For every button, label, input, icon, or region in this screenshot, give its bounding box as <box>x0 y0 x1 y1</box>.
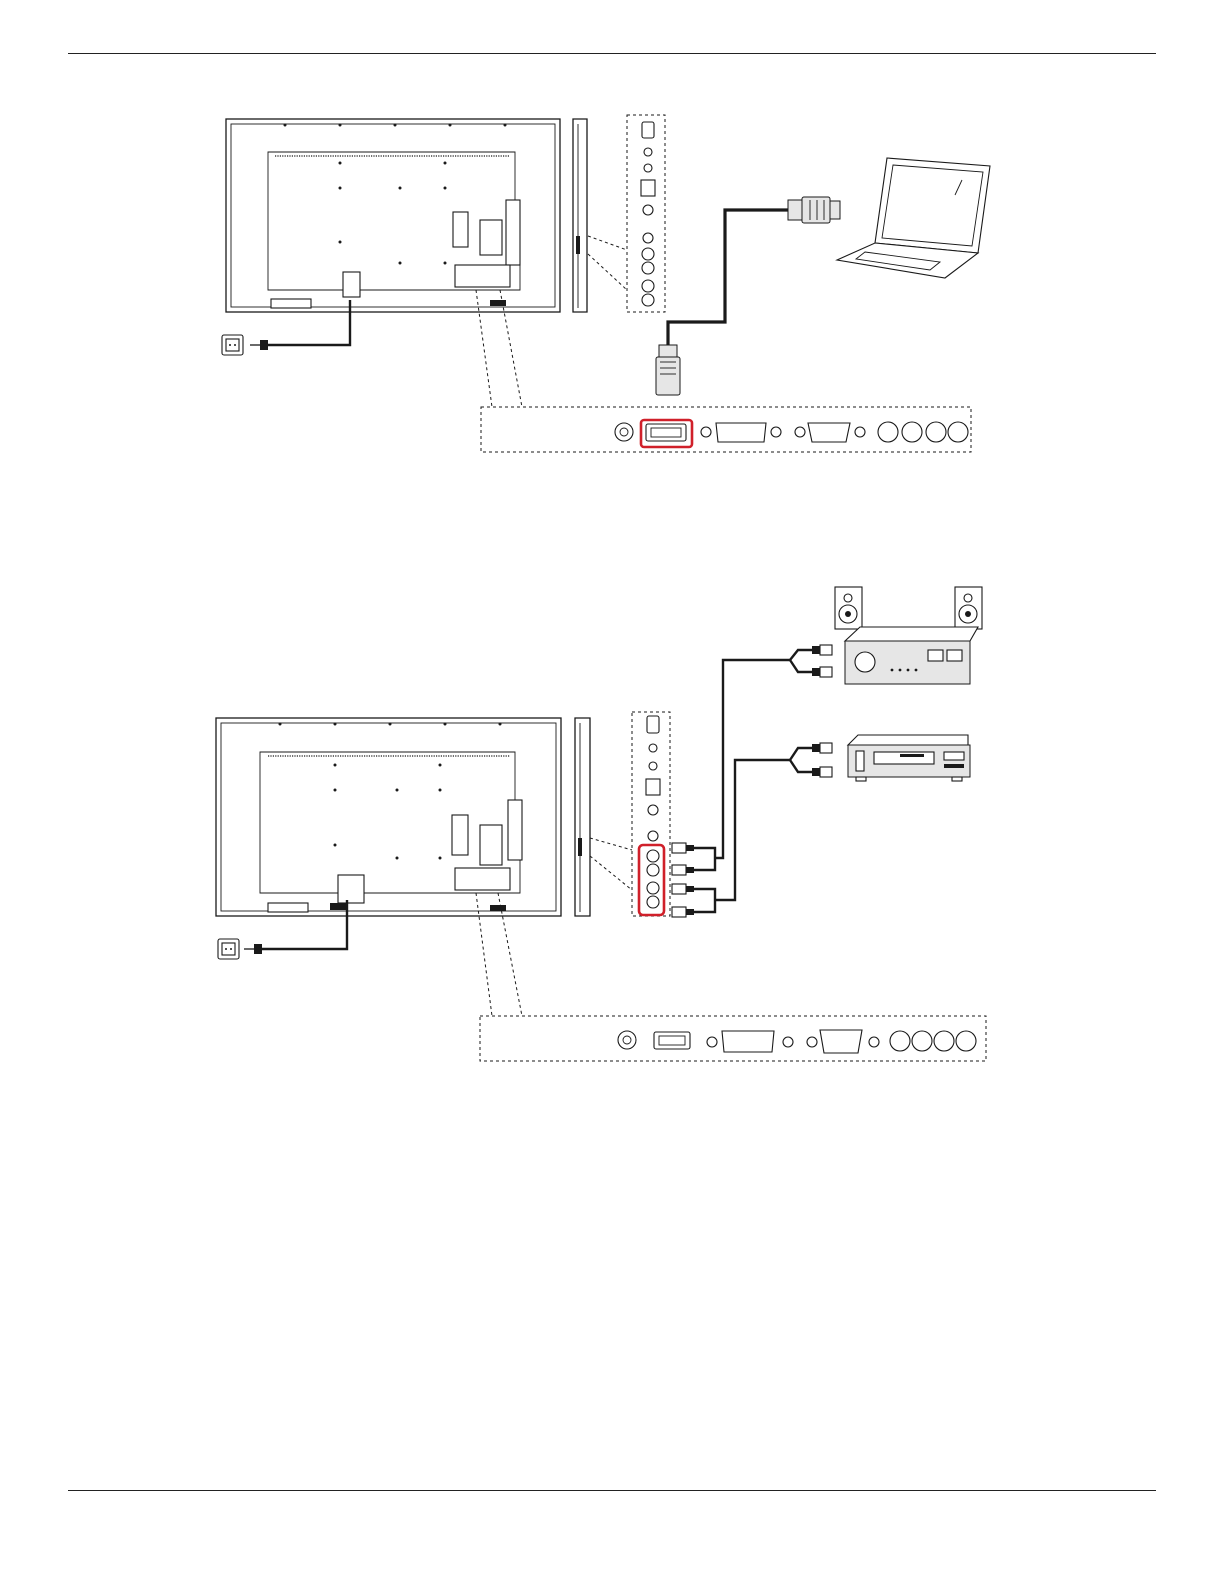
amplifier-icon <box>845 627 978 684</box>
side-terminal-callout <box>588 115 665 312</box>
power-outlet-icon <box>222 335 243 355</box>
footer-rule <box>68 1490 1156 1491</box>
figure-audio-equipment <box>0 575 1225 1070</box>
header-rule <box>68 53 1156 54</box>
input-terminal-strip <box>480 1016 986 1061</box>
laptop-icon <box>837 158 990 278</box>
displayport-plug-icon-pc <box>788 197 840 223</box>
displayport-cable <box>656 197 840 395</box>
figure-pc-displayport <box>0 100 1225 470</box>
side-terminal-callout <box>590 712 670 916</box>
display-side-panel <box>573 119 587 312</box>
rca-plug-icon <box>672 645 832 917</box>
displayport-plug-icon <box>656 345 680 395</box>
speaker-icon-right <box>955 587 982 629</box>
rca-cables <box>672 645 832 917</box>
display-side-panel <box>575 718 590 916</box>
power-outlet-icon <box>218 939 239 959</box>
display-rear-panel <box>216 718 561 916</box>
display-rear-panel <box>226 119 560 312</box>
speaker-icon <box>835 587 862 629</box>
input-terminal-strip <box>481 407 971 452</box>
audio-player-icon <box>848 735 970 781</box>
